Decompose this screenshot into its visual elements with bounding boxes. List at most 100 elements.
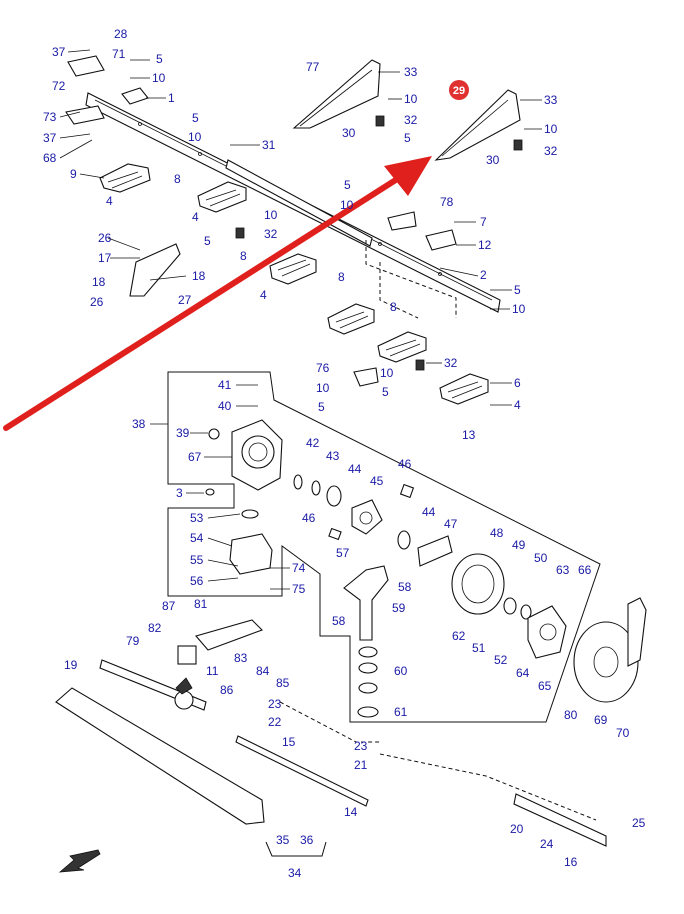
- callout: 63: [556, 563, 570, 577]
- callout: 32: [404, 113, 418, 127]
- ring-3: [205, 488, 215, 496]
- leader-lines: [59, 49, 542, 590]
- callout: 5: [318, 400, 325, 414]
- direction-arrow-icon: [58, 849, 101, 873]
- callout: 30: [486, 153, 500, 167]
- callout: 40: [218, 399, 232, 413]
- knife-back: [55, 687, 265, 825]
- callout: 10: [340, 198, 354, 212]
- svg-text:29: 29: [453, 85, 465, 97]
- callout: 80: [564, 708, 578, 722]
- callout: 32: [544, 144, 558, 158]
- callout: 9: [70, 167, 77, 181]
- callout: 43: [326, 449, 340, 463]
- callout: 51: [472, 641, 486, 655]
- callout: 84: [256, 664, 270, 678]
- callout: 49: [512, 538, 526, 552]
- callout: 1: [168, 91, 175, 105]
- callout: 26: [90, 295, 104, 309]
- callout: 13: [462, 428, 476, 442]
- callout: 8: [240, 249, 247, 263]
- callout: 4: [260, 288, 267, 302]
- callout: 6: [514, 376, 521, 390]
- callout: 56: [190, 574, 204, 588]
- callout: 60: [394, 664, 408, 678]
- callout: 44: [348, 462, 362, 476]
- callout: 87: [162, 599, 176, 613]
- callout: 81: [194, 597, 208, 611]
- callout: 54: [190, 531, 204, 545]
- callout: 23: [268, 697, 282, 711]
- callout: 5: [382, 385, 389, 399]
- callout: 5: [156, 52, 163, 66]
- callout: 14: [344, 805, 358, 819]
- callout: 8: [174, 172, 181, 186]
- callout: 50: [534, 551, 548, 565]
- plate-73: [65, 105, 105, 125]
- plate-71: [67, 55, 105, 77]
- pulley-48: [451, 553, 505, 615]
- drive-assembly: [55, 371, 647, 857]
- callout: 86: [220, 683, 234, 697]
- callout: 85: [276, 676, 290, 690]
- callout: 21: [354, 758, 368, 772]
- callout: 20: [510, 822, 524, 836]
- callout: 75: [292, 582, 306, 596]
- callout: 79: [126, 634, 140, 648]
- callout: 10: [152, 71, 166, 85]
- callout: 11: [206, 664, 219, 678]
- guard-6: [439, 373, 489, 405]
- callout: 10: [512, 302, 526, 316]
- callout: 33: [404, 65, 418, 79]
- callout: 10: [316, 381, 330, 395]
- callout: 23: [354, 739, 368, 753]
- hub-45: [351, 499, 383, 535]
- callout: 18: [92, 275, 106, 289]
- callout: 7: [480, 215, 487, 229]
- callout: 4: [192, 210, 199, 224]
- callout: 18: [192, 269, 206, 283]
- callout: 46: [302, 511, 316, 525]
- guard-8d: [377, 331, 427, 363]
- divider-29: [434, 89, 523, 161]
- callout: 52: [494, 653, 508, 667]
- callout: 26: [98, 231, 112, 245]
- callout: 24: [540, 837, 554, 851]
- callout: 12: [478, 238, 492, 252]
- callout: 35: [276, 833, 290, 847]
- callout: 59: [392, 601, 406, 615]
- callout: 5: [192, 111, 199, 125]
- callout: 10: [264, 208, 278, 222]
- callout: 34: [288, 866, 302, 880]
- callout: 10: [188, 130, 202, 144]
- callout: 74: [292, 561, 306, 575]
- callout: 77: [306, 60, 320, 74]
- callout: 45: [370, 474, 384, 488]
- hub-65: [527, 605, 567, 659]
- callout: 15: [282, 735, 296, 749]
- callout: 44: [422, 505, 436, 519]
- plate-78: [387, 211, 417, 231]
- callout: 68: [43, 151, 57, 165]
- callout: 36: [300, 833, 314, 847]
- clip-1: [121, 87, 149, 105]
- callout: 30: [342, 126, 356, 140]
- housing-54: [229, 533, 273, 575]
- callout: 8: [390, 300, 397, 314]
- callout: 8: [338, 270, 345, 284]
- callout: 5: [514, 283, 521, 297]
- arm-81: [195, 619, 263, 651]
- callout: 32: [444, 356, 458, 370]
- divider-77: [292, 59, 385, 129]
- callout: 31: [262, 138, 276, 152]
- shaft-47: [417, 535, 453, 567]
- callout: 65: [538, 679, 552, 693]
- callout: 16: [564, 855, 578, 869]
- callout: 17: [98, 251, 112, 265]
- callout: 82: [148, 621, 162, 635]
- callout: 71: [112, 47, 126, 61]
- callout: 4: [106, 194, 113, 208]
- guard-8a: [197, 181, 247, 213]
- callout: 61: [394, 705, 408, 719]
